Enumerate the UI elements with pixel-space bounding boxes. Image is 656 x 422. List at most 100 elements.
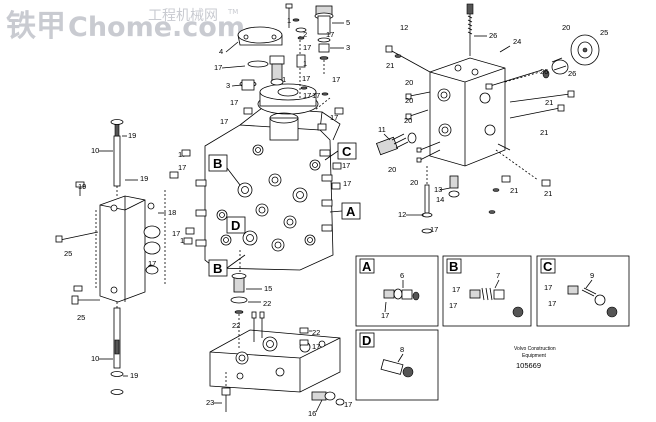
watermark-brand-cn: 铁甲 (6, 9, 66, 44)
svg-text:D: D (231, 218, 240, 233)
callout-17-d: 17 (312, 91, 320, 100)
callout-17-q: 17 (148, 259, 156, 268)
callout-17-l: 17 (178, 163, 186, 172)
svg-text:9: 9 (590, 271, 594, 280)
callout-17-f: 17 (302, 74, 310, 83)
callout-19-d: 19 (130, 371, 138, 380)
callout-20-f: 20 (562, 23, 570, 32)
callout-17-s: 17 (344, 400, 352, 409)
callout-22-a: 22 (263, 299, 271, 308)
callout-21-e: 21 (544, 189, 552, 198)
callout-23: 23 (206, 398, 214, 407)
callout-25-b: 25 (77, 313, 85, 322)
callout-17-n: 17 (343, 179, 351, 188)
callout-17-b: 17 (326, 30, 334, 39)
svg-text:17: 17 (449, 301, 457, 310)
callout-17-m: 17 (342, 161, 350, 170)
svg-text:17: 17 (381, 311, 389, 320)
callout-1-c: 1 (282, 75, 286, 84)
svg-text:17: 17 (544, 283, 552, 292)
left-subblock (55, 119, 166, 395)
watermark-tm: TM (227, 8, 238, 16)
callout-20-c: 20 (404, 116, 412, 125)
port-circles (216, 144, 321, 252)
callout-17-g: 17 (303, 91, 311, 100)
callout-17-h: 17 (332, 75, 340, 84)
svg-text:B: B (213, 261, 222, 276)
callout-20-a: 20 (405, 78, 413, 87)
plugs (169, 107, 344, 245)
callout-1: 1 (287, 16, 291, 25)
callout-17-i: 17 (220, 117, 228, 126)
callout-4: 4 (219, 47, 223, 56)
detail-box-a: A 6 17 (355, 255, 439, 327)
callout-10-a: 10 (91, 146, 99, 155)
callout-13: 13 (434, 185, 442, 194)
callout-26-a: 26 (489, 31, 497, 40)
callout-3-b: 3 (226, 81, 230, 90)
detail-box-c: C 9 17 17 (536, 255, 630, 327)
callouts-right: 12 21 20 20 20 11 20 20 13 14 12 17 26 2… (378, 23, 608, 234)
callout-5: 5 (346, 18, 350, 27)
top-parts (237, 3, 334, 96)
svg-text:B: B (213, 156, 222, 171)
callout-20-e: 20 (410, 178, 418, 187)
callout-24: 24 (513, 37, 521, 46)
bottom-subblock (209, 273, 345, 412)
callout-18: 18 (168, 208, 176, 217)
svg-text:C: C (342, 144, 352, 159)
side-bolts (195, 149, 333, 247)
section-marker-c: C (337, 142, 357, 160)
callout-26-c: 26 (568, 69, 576, 78)
callout-16: 16 (308, 409, 316, 418)
callout-17-p: 17 (172, 229, 180, 238)
callout-21-d: 21 (510, 186, 518, 195)
watermark-tagline: 工程机械网 (148, 8, 218, 24)
svg-text:C: C (543, 259, 553, 274)
callout-22-b: 22 (232, 321, 240, 330)
callout-21-c: 21 (540, 128, 548, 137)
callout-3: 3 (346, 43, 350, 52)
detail-box-d: D 8 (355, 329, 439, 401)
callout-19-a: 19 (128, 131, 136, 140)
section-marker-d: D (226, 216, 246, 234)
callout-25-a: 25 (64, 249, 72, 258)
callout-21-b: 21 (545, 98, 553, 107)
callout-19-c: 19 (78, 182, 86, 191)
callout-20-d: 20 (388, 165, 396, 174)
callout-20-b: 20 (405, 96, 413, 105)
callout-26-b: 26 (540, 67, 548, 76)
callout-17-t: 17 (430, 225, 438, 234)
manufacturer-line2: Equipment (522, 353, 547, 359)
manufacturer-label: Volvo Construction Equipment 105669 (514, 346, 556, 370)
section-markers: B C D A B (208, 142, 361, 277)
callout-12-b: 12 (398, 210, 406, 219)
callout-25-c: 25 (600, 28, 608, 37)
callouts-bottom: 15 22 22 22 17 23 16 17 (206, 284, 352, 418)
callout-17-r: 17 (312, 342, 320, 351)
callout-17-c: 17 (214, 63, 222, 72)
callout-22-c: 22 (312, 328, 320, 337)
right-valve-block (375, 3, 600, 234)
callout-10-b: 10 (91, 354, 99, 363)
svg-text:7: 7 (496, 271, 500, 280)
callout-15: 15 (264, 284, 272, 293)
svg-text:17: 17 (452, 285, 460, 294)
callout-17-e: 17 (230, 98, 238, 107)
watermark-brand-latin: Chome.com (68, 12, 245, 43)
svg-text:17: 17 (548, 299, 556, 308)
callout-17-j: 17 (330, 113, 338, 122)
callout-2: 2 (303, 30, 307, 39)
callout-12-a: 12 (400, 23, 408, 32)
svg-text:6: 6 (400, 271, 404, 280)
section-marker-b-top: B (208, 154, 228, 172)
callout-19-b: 19 (140, 174, 148, 183)
callouts-left: 19 10 19 19 18 25 25 10 19 17 (64, 131, 176, 380)
callout-21-a: 21 (386, 61, 394, 70)
watermark: 铁甲 Chome.com 工程机械网 TM (6, 8, 245, 44)
svg-text:B: B (449, 259, 458, 274)
svg-text:A: A (346, 204, 356, 219)
callout-17-a: 17 (303, 43, 311, 52)
section-marker-b-bottom: B (208, 259, 228, 277)
